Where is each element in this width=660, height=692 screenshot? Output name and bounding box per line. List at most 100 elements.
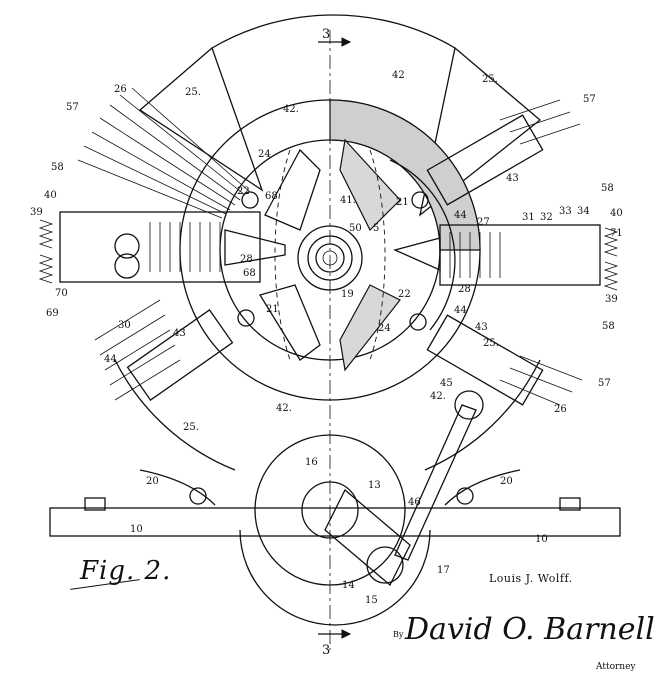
ref-30: 30: [118, 320, 131, 331]
rotor-spoke-left-lower: [258, 284, 321, 361]
left-cylinder-fins: [149, 222, 221, 272]
right-radiator-fins: [499, 99, 583, 406]
ref-40-left: 40: [44, 190, 57, 201]
ref-26-right: 26: [554, 404, 567, 415]
ref-70: 70: [55, 288, 68, 299]
ref-69: 69: [46, 308, 59, 319]
ref-26-left: 26: [114, 84, 127, 95]
outer-housing-sector-top-right: [418, 46, 542, 217]
ref-33: 33: [559, 206, 572, 217]
pivot-left: [189, 487, 207, 505]
crank-housing: [239, 529, 431, 626]
ref-16: 16: [305, 457, 318, 468]
outer-housing-lower-left: [114, 359, 236, 471]
ref-44-right: 44: [454, 305, 467, 316]
right-springs: [603, 227, 619, 291]
ref-39-right: 39: [605, 294, 618, 305]
left-valve-lower: [114, 253, 140, 279]
lower-left-fins: [94, 299, 181, 401]
left-springs: [38, 219, 54, 284]
ref-44-left: 44: [104, 354, 117, 365]
ref-43-top: 43: [506, 173, 519, 184]
ref-57-bottom: 57: [598, 378, 611, 389]
ref-25-top-right: 25.: [482, 74, 498, 85]
right-piston: [393, 237, 441, 272]
crank-center: [301, 481, 359, 539]
bracket-right: [444, 469, 521, 506]
rotor-frame-spoke-lower: [339, 284, 401, 372]
rotor-shaft: [315, 243, 345, 273]
ref-57-right: 57: [583, 94, 596, 105]
upper-left-radiator-fins: [77, 87, 251, 219]
ref-20-right: 20: [500, 476, 513, 487]
rotor-frame-spoke-upper: [339, 138, 401, 232]
inventor-name: Louis J. Wolff.: [489, 572, 573, 585]
lower-right-cylinder: [426, 314, 544, 406]
bracket-left: [139, 469, 216, 506]
section-mark-bottom: 3: [322, 643, 330, 658]
outer-housing-lower-right: [424, 359, 541, 471]
ref-42-top-left: 42.: [283, 104, 299, 115]
ref-68-bottom: 68: [243, 268, 256, 279]
rotor-pin-right-upper: [411, 191, 429, 209]
attorney-signature: David O. Barnell: [405, 612, 655, 647]
connecting-rod-pin: [454, 390, 484, 420]
rotor-pin-left-upper: [241, 191, 259, 209]
connecting-rod: [394, 404, 477, 561]
crankpin: [366, 546, 404, 584]
ref-58-right: 58: [601, 183, 614, 194]
ref-50: 50: [349, 223, 362, 234]
section-mark-top: 3: [322, 27, 330, 42]
crank-arm: [324, 488, 411, 587]
lower-left-cylinder: [126, 309, 234, 401]
ref-41: 41.: [340, 195, 356, 206]
ref-17: 17: [437, 565, 450, 576]
ref-13: 13: [368, 480, 381, 491]
ref-15: 15: [365, 595, 378, 606]
ref-22-right: 22: [398, 289, 411, 300]
ref-21-left: 21: [266, 304, 279, 315]
rotor-hub-ring: [307, 235, 353, 281]
ref-43-right: 43: [475, 322, 488, 333]
outer-housing-sector-top-left: [138, 46, 264, 192]
base-bolt-right: [559, 497, 581, 511]
ref-25-left: 25.: [183, 422, 199, 433]
ref-34: 34: [577, 206, 590, 217]
rotor-spoke-left-upper: [264, 148, 321, 231]
ref-10-left: 10: [130, 524, 143, 535]
rotor-pin-left-lower: [237, 309, 255, 327]
section-arrowhead-top: [341, 37, 352, 47]
left-piston: [224, 229, 286, 266]
ref-43-left: 43: [173, 328, 186, 339]
ref-32: 32: [540, 212, 553, 223]
ref-5: 5: [373, 223, 379, 234]
base-frame: [49, 507, 621, 537]
rotor-hub-outer: [297, 225, 363, 291]
ref-27: 27: [477, 217, 490, 228]
ref-25-right: 25.: [483, 338, 499, 349]
base-bolt-left: [84, 497, 106, 511]
ref-28-right: 28: [458, 284, 471, 295]
ref-31: 31: [522, 212, 535, 223]
ref-57-left: 57: [66, 102, 79, 113]
ref-68-top: 68: [265, 191, 278, 202]
ref-19: 19: [341, 289, 354, 300]
ref-58-left: 58: [51, 162, 64, 173]
figure-label: Fig. 2.: [80, 556, 172, 586]
ref-42-bottom: 42.: [276, 403, 292, 414]
ref-20-left: 20: [146, 476, 159, 487]
rotor-pin-right-lower: [409, 313, 427, 331]
ref-46: 46: [408, 497, 421, 508]
ref-39-left: 39: [30, 207, 43, 218]
ref-44-top: 44: [454, 210, 467, 221]
ref-24-left: 24: [258, 149, 271, 160]
ref-42-top: 42: [392, 70, 405, 81]
ref-45: 45: [440, 378, 453, 389]
ref-40-right: 40: [610, 208, 623, 219]
ref-21-right: 21: [396, 197, 409, 208]
section-arrowhead-bottom: [341, 629, 352, 639]
right-cylinder-fins: [449, 232, 501, 278]
ref-22-left: 22: [237, 186, 250, 197]
outer-housing-arc: [211, 14, 456, 49]
